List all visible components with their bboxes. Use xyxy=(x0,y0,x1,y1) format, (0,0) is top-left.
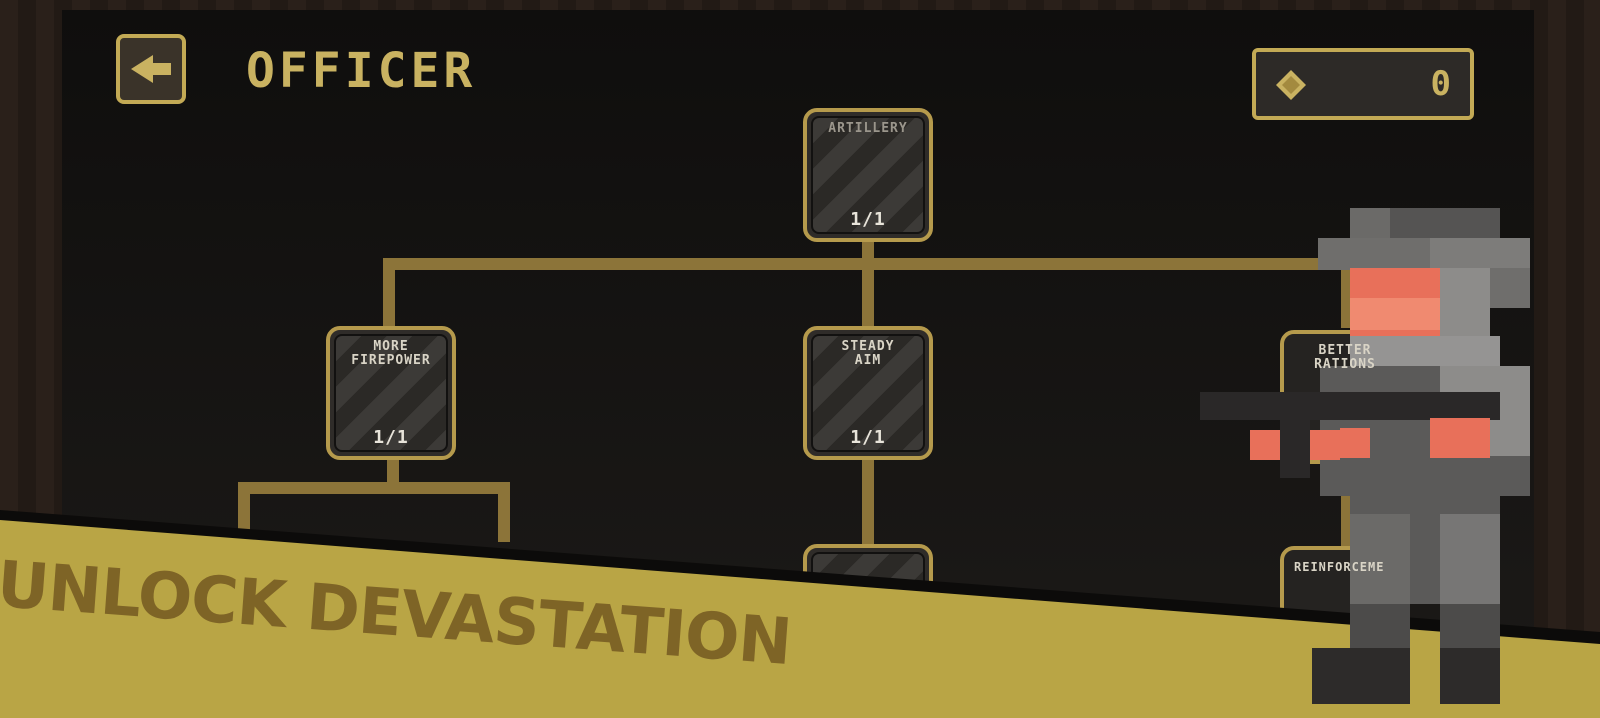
connector-horizontal-top xyxy=(383,258,1353,270)
skill-steady-aim[interactable]: STEADY AIM 1/1 xyxy=(803,326,933,460)
connector-left-down xyxy=(383,258,395,328)
back-button[interactable] xyxy=(116,34,186,104)
back-arrow-icon xyxy=(131,55,171,83)
skill-label: ARTILLERY xyxy=(828,121,908,136)
connector-branch-right xyxy=(498,482,510,542)
currency-counter: 0 xyxy=(1252,48,1474,120)
connector-firepower-down xyxy=(387,458,399,486)
connector-branch-left xyxy=(238,482,250,552)
locked-stripes xyxy=(811,552,925,670)
skill-label-line1: BETTER xyxy=(1318,343,1372,358)
officer-soldier-sprite xyxy=(1200,208,1530,704)
locked-stripes xyxy=(811,334,925,452)
locked-stripes xyxy=(811,116,925,234)
skill-label-line2: AIM xyxy=(854,353,882,368)
skill-label: BETTER RATIONS xyxy=(1284,344,1406,372)
skill-label-line2: FIREPOWER xyxy=(351,353,431,368)
skill-label-line1: STEADY xyxy=(841,339,895,354)
page-title: OFFICER xyxy=(246,43,477,99)
connector-branch-horizontal xyxy=(238,482,510,494)
skill-label-line1: MORE xyxy=(373,339,409,354)
currency-amount: 0 xyxy=(1430,64,1452,104)
skill-more-firepower[interactable]: MORE FIREPOWER 1/1 xyxy=(326,326,456,460)
skill-label-line2: RATIONS xyxy=(1314,357,1376,372)
skill-label: STEADY AIM xyxy=(807,340,929,368)
skill-artillery[interactable]: ARTILLERY 1/1 xyxy=(803,108,933,242)
skill-label: REINFORCEME xyxy=(1294,560,1385,574)
skill-level: 1/1 xyxy=(850,427,886,448)
locked-stripes xyxy=(334,334,448,452)
connector-steady-down xyxy=(862,456,874,548)
skill-unnamed-center[interactable] xyxy=(803,544,933,678)
skill-level: 1/1 xyxy=(850,209,886,230)
connector-artillery-down xyxy=(862,240,874,328)
diamond-gem-icon xyxy=(1276,70,1306,100)
skill-level: 1/1 xyxy=(373,427,409,448)
skill-label: MORE FIREPOWER xyxy=(330,340,452,368)
